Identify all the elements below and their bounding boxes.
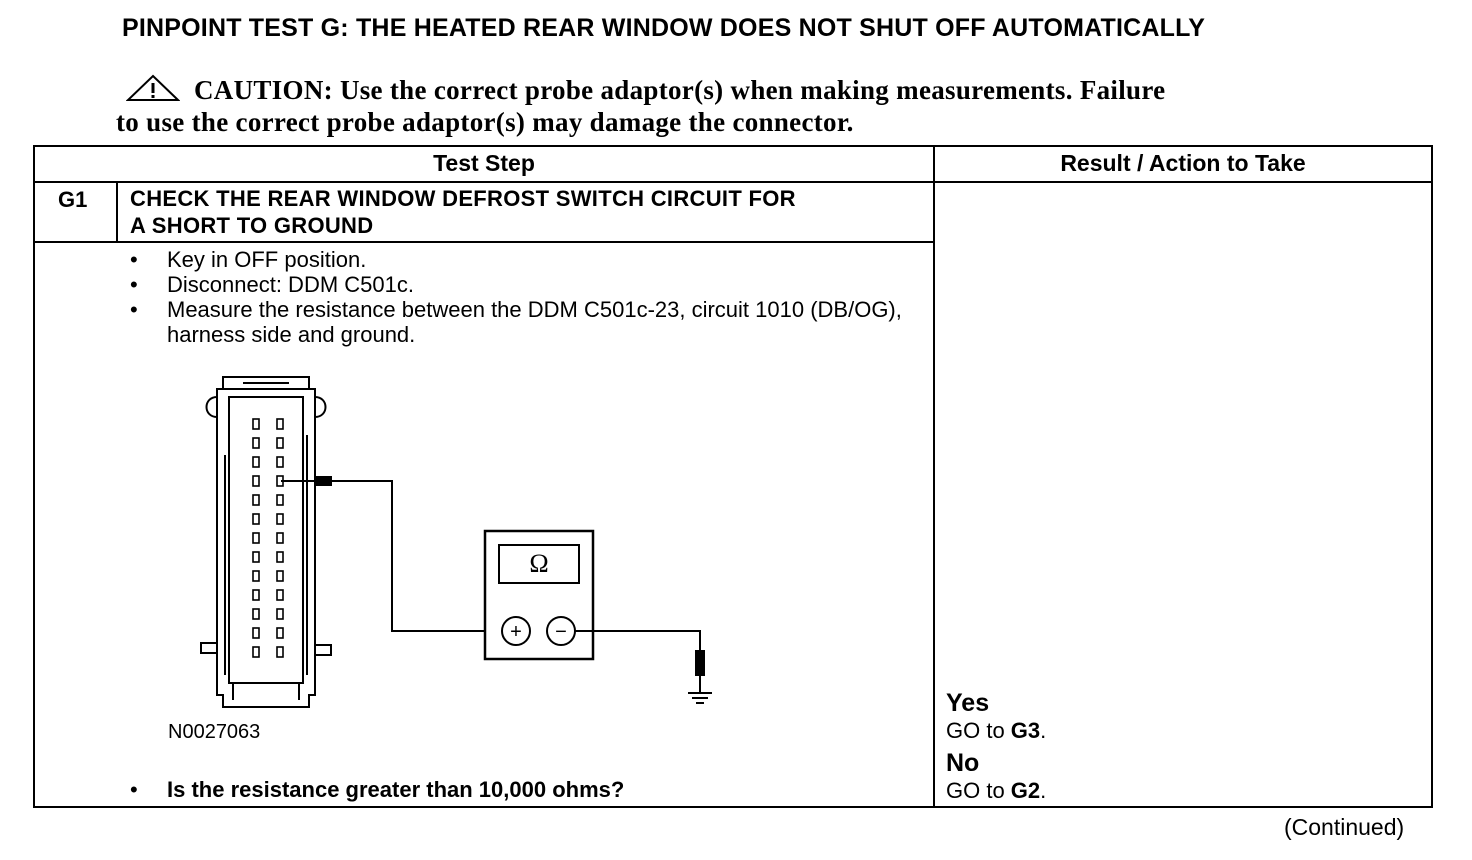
step-id: G1 bbox=[58, 187, 88, 212]
meter-plus-terminal: + bbox=[510, 621, 522, 643]
meter-ohm-symbol: Ω bbox=[529, 549, 548, 578]
connector-measurement-diagram: Ω + − bbox=[200, 376, 712, 708]
result-yes-action: GO to G3. bbox=[946, 718, 1046, 744]
probe-icon bbox=[281, 476, 373, 486]
column-divider bbox=[933, 147, 935, 806]
warning-triangle-icon bbox=[126, 74, 180, 101]
instruction-item: Disconnect: DDM C501c. bbox=[125, 272, 927, 297]
instruction-list: Key in OFF position. Disconnect: DDM C50… bbox=[125, 247, 927, 347]
result-no-action: GO to G2. bbox=[946, 778, 1046, 804]
figure-id: N0027063 bbox=[168, 721, 261, 743]
step-id-divider bbox=[116, 181, 118, 243]
caution-text-line1: CAUTION: Use the correct probe adaptor(s… bbox=[194, 75, 1166, 105]
header-test-step: Test Step bbox=[433, 150, 535, 176]
step-title-line1: CHECK THE REAR WINDOW DEFROST SWITCH CIR… bbox=[130, 186, 796, 211]
caution-notice: CAUTION: Use the correct probe adaptor(s… bbox=[116, 74, 1356, 138]
test-lead-negative bbox=[575, 630, 701, 651]
instruction-item: Key in OFF position. bbox=[125, 247, 927, 272]
result-yes-action-text: GO to bbox=[946, 718, 1011, 743]
ground-probe-icon bbox=[695, 650, 705, 693]
header-result-action: Result / Action to Take bbox=[1060, 150, 1306, 176]
meter-minus-terminal: − bbox=[555, 621, 567, 643]
ohmmeter-icon bbox=[483, 529, 595, 661]
ground-symbol-icon bbox=[688, 692, 712, 704]
page-title: PINPOINT TEST G: THE HEATED REAR WINDOW … bbox=[122, 14, 1206, 42]
result-no-action-suffix: . bbox=[1040, 778, 1047, 803]
connector-c501c-icon bbox=[200, 376, 332, 708]
result-yes-target: G3 bbox=[1010, 718, 1041, 743]
continued-note: (Continued) bbox=[1284, 814, 1405, 840]
step-question: Is the resistance greater than 10,000 oh… bbox=[125, 777, 624, 803]
step-title-divider bbox=[35, 241, 933, 243]
caution-text-line2: to use the correct probe adaptor(s) may … bbox=[116, 107, 854, 137]
step-title: CHECK THE REAR WINDOW DEFROST SWITCH CIR… bbox=[130, 185, 910, 239]
header-divider bbox=[35, 181, 1431, 183]
result-yes-label: Yes bbox=[946, 689, 990, 717]
step-title-line2: A SHORT TO GROUND bbox=[130, 213, 374, 238]
result-no-action-text: GO to bbox=[946, 778, 1011, 803]
result-no-label: No bbox=[946, 749, 980, 777]
result-yes-action-suffix: . bbox=[1040, 718, 1047, 743]
test-lead-positive bbox=[373, 480, 485, 632]
result-no-target: G2 bbox=[1010, 778, 1041, 803]
terminal-cavities bbox=[252, 418, 284, 658]
pinpoint-test-table: Test Step Result / Action to Take G1 CHE… bbox=[33, 145, 1433, 808]
instruction-item: Measure the resistance between the DDM C… bbox=[125, 297, 927, 347]
